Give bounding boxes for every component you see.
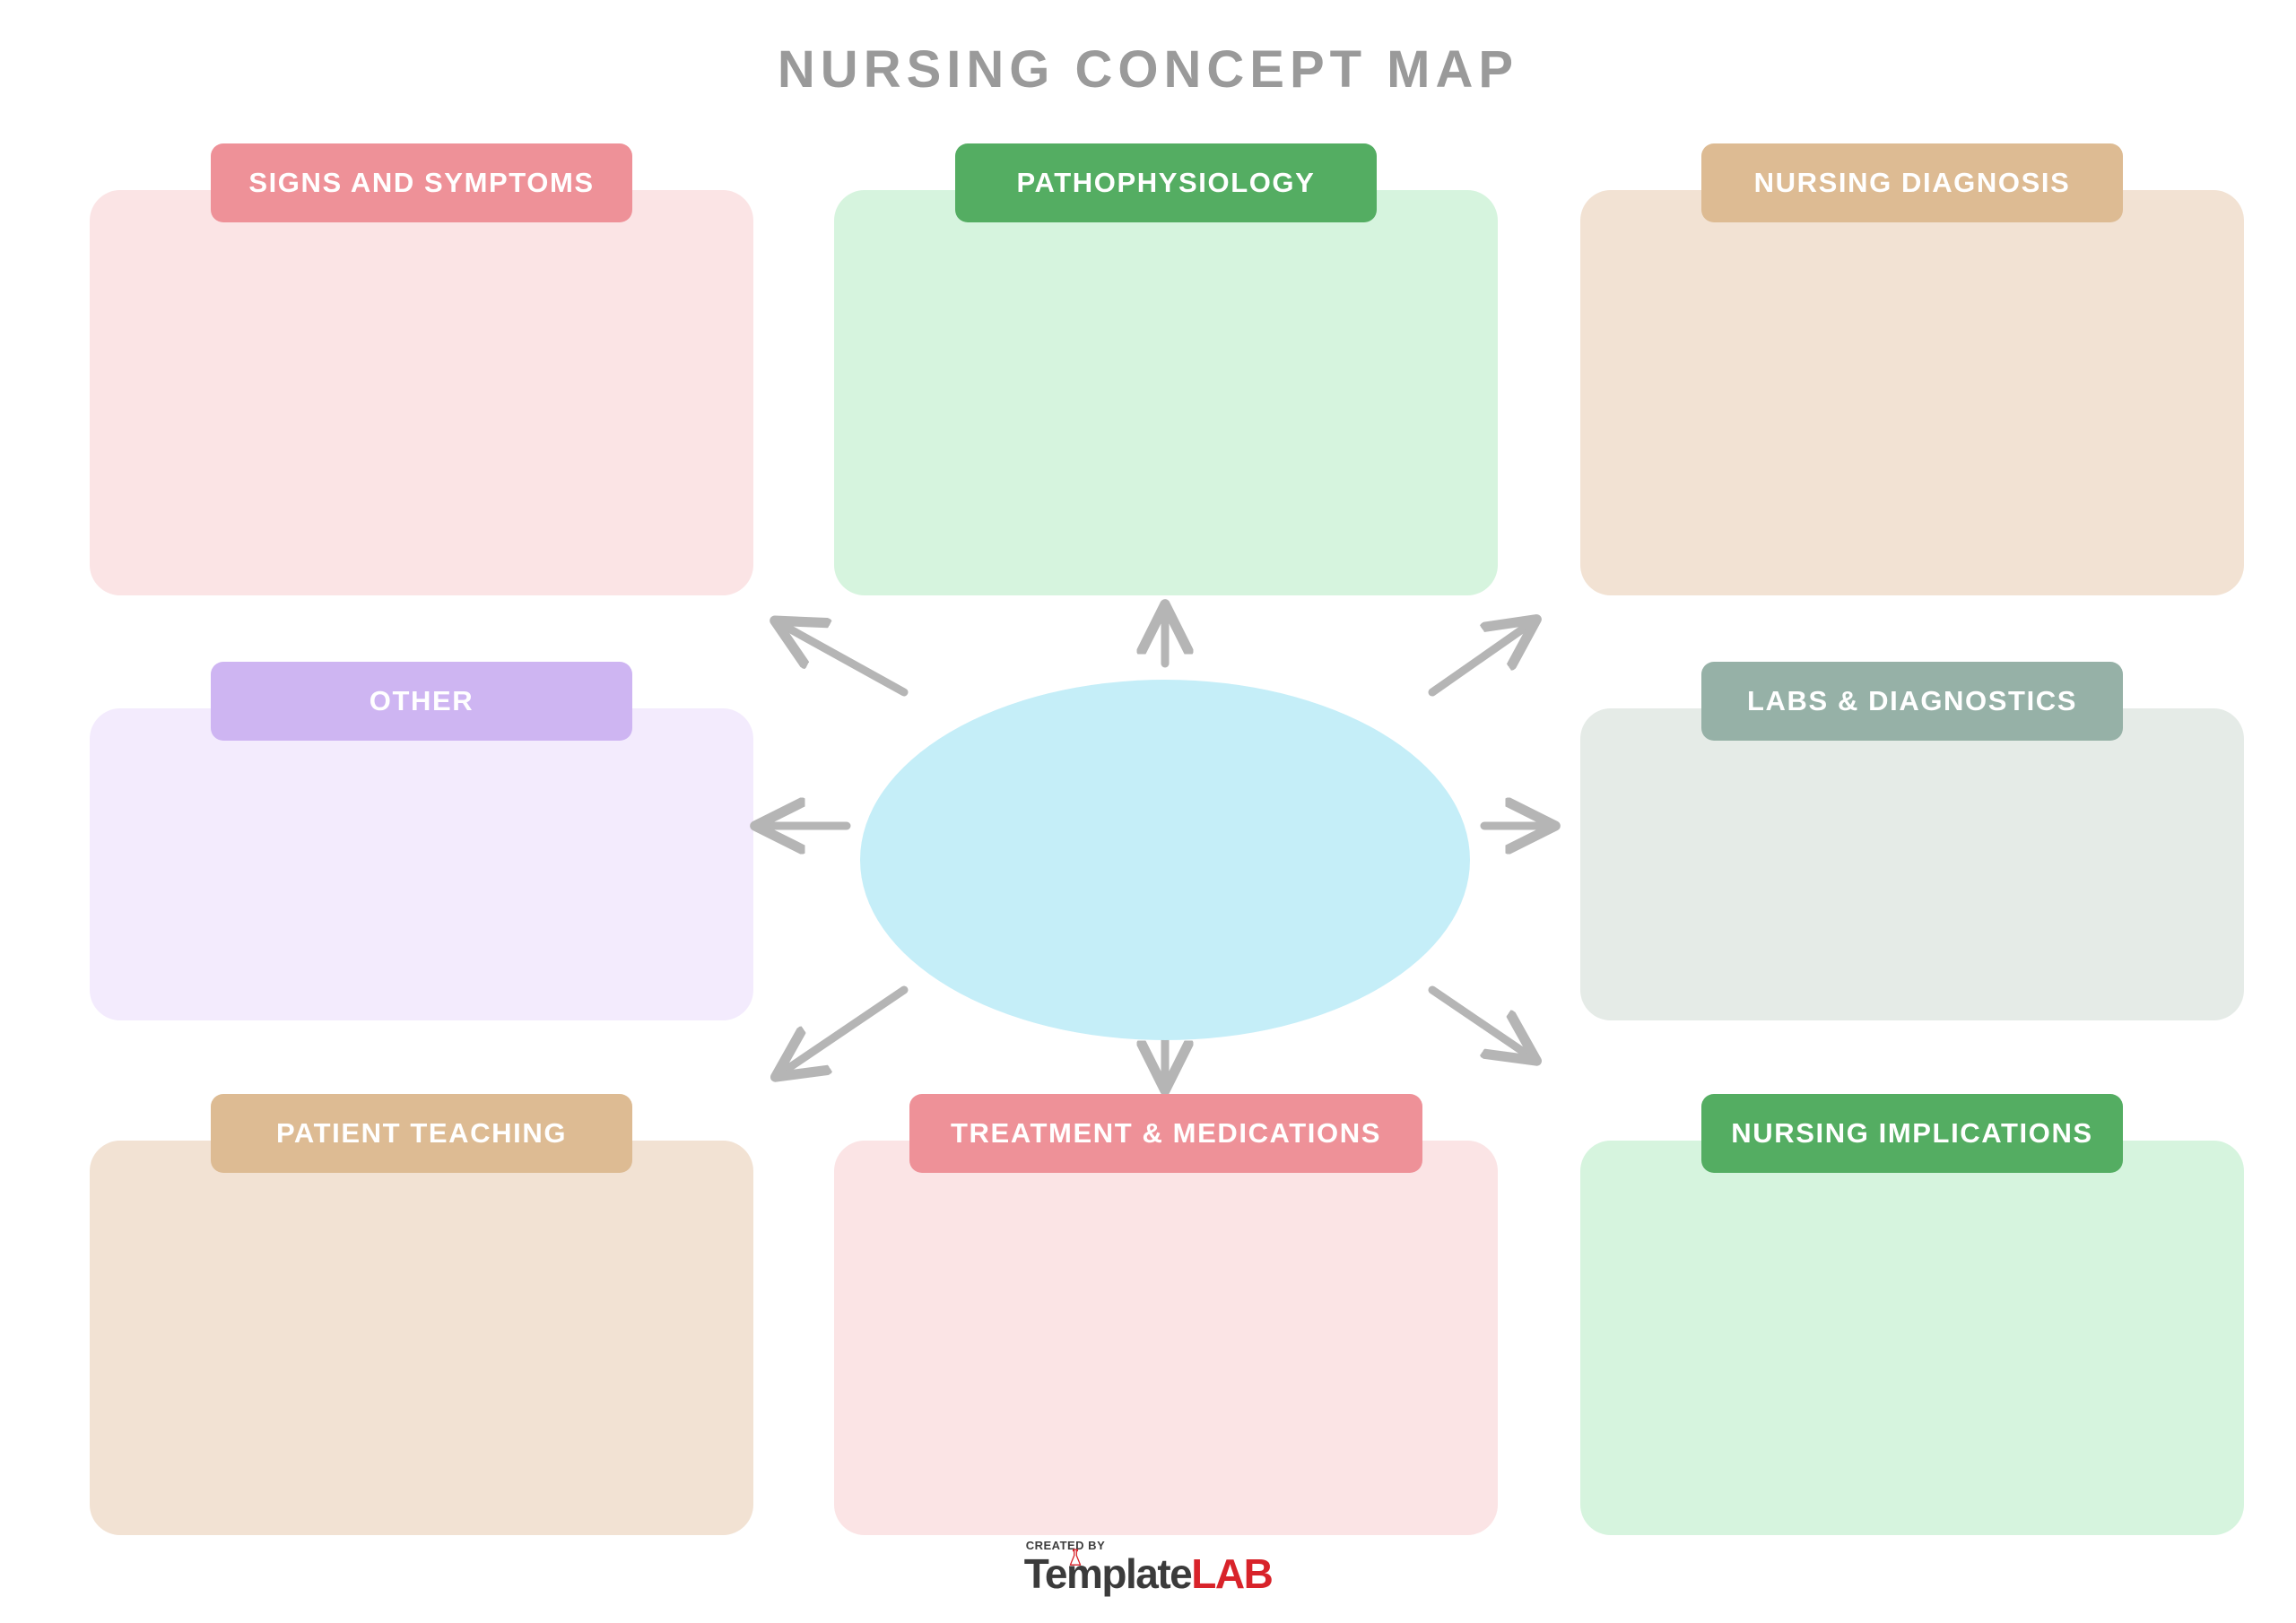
panel-header-signs-and-symptoms: SIGNS AND SYMPTOMS [211,143,632,222]
brand-wordmark: TemplateLAB [1023,1549,1274,1597]
panel-header-labs-and-diagnostics: LABS & DIAGNOSTICS [1701,662,2123,741]
arrow-southwest [787,985,909,1069]
panel-header-nursing-diagnosis: NURSING DIAGNOSIS [1701,143,2123,222]
arrow-northeast [1428,628,1525,697]
panel-body-treatment-and-medications[interactable] [834,1141,1498,1535]
panel-nursing-diagnosis: NURSING DIAGNOSIS [1580,143,2244,595]
panel-signs-and-symptoms: SIGNS AND SYMPTOMS [90,143,753,595]
brand-lab-text: LAB [1191,1550,1274,1597]
central-topic-ellipse[interactable] [860,680,1470,1040]
panel-body-pathophysiology[interactable] [834,190,1498,595]
panel-body-other[interactable] [90,708,753,1020]
page-title: NURSING CONCEPT MAP [777,40,1519,99]
panel-body-nursing-diagnosis[interactable] [1580,190,2244,595]
arrow-northwest [787,628,909,697]
created-by-label: CREATED BY [1025,1539,1106,1552]
brand-template-text: Template [1023,1550,1193,1597]
panel-header-patient-teaching: PATIENT TEACHING [211,1094,632,1173]
panel-patient-teaching: PATIENT TEACHING [90,1094,753,1535]
panel-pathophysiology: PATHOPHYSIOLOGY [834,143,1498,595]
panel-header-pathophysiology: PATHOPHYSIOLOGY [955,143,1377,222]
panel-nursing-implications: NURSING IMPLICATIONS [1580,1094,2244,1535]
panel-treatment-and-medications: TREATMENT & MEDICATIONS [834,1094,1498,1535]
panel-header-nursing-implications: NURSING IMPLICATIONS [1701,1094,2123,1173]
panel-body-nursing-implications[interactable] [1580,1141,2244,1535]
panel-labs-and-diagnostics: LABS & DIAGNOSTICS [1580,662,2244,1020]
flask-icon [1069,1549,1081,1566]
panel-header-treatment-and-medications: TREATMENT & MEDICATIONS [909,1094,1422,1173]
panel-other: OTHER [90,662,753,1020]
panel-header-other: OTHER [211,662,632,741]
footer-logo: CREATED BY TemplateLAB [0,1539,2296,1597]
panel-body-signs-and-symptoms[interactable] [90,190,753,595]
arrow-southeast [1428,985,1525,1053]
panel-body-patient-teaching[interactable] [90,1141,753,1535]
panel-body-labs-and-diagnostics[interactable] [1580,708,2244,1020]
